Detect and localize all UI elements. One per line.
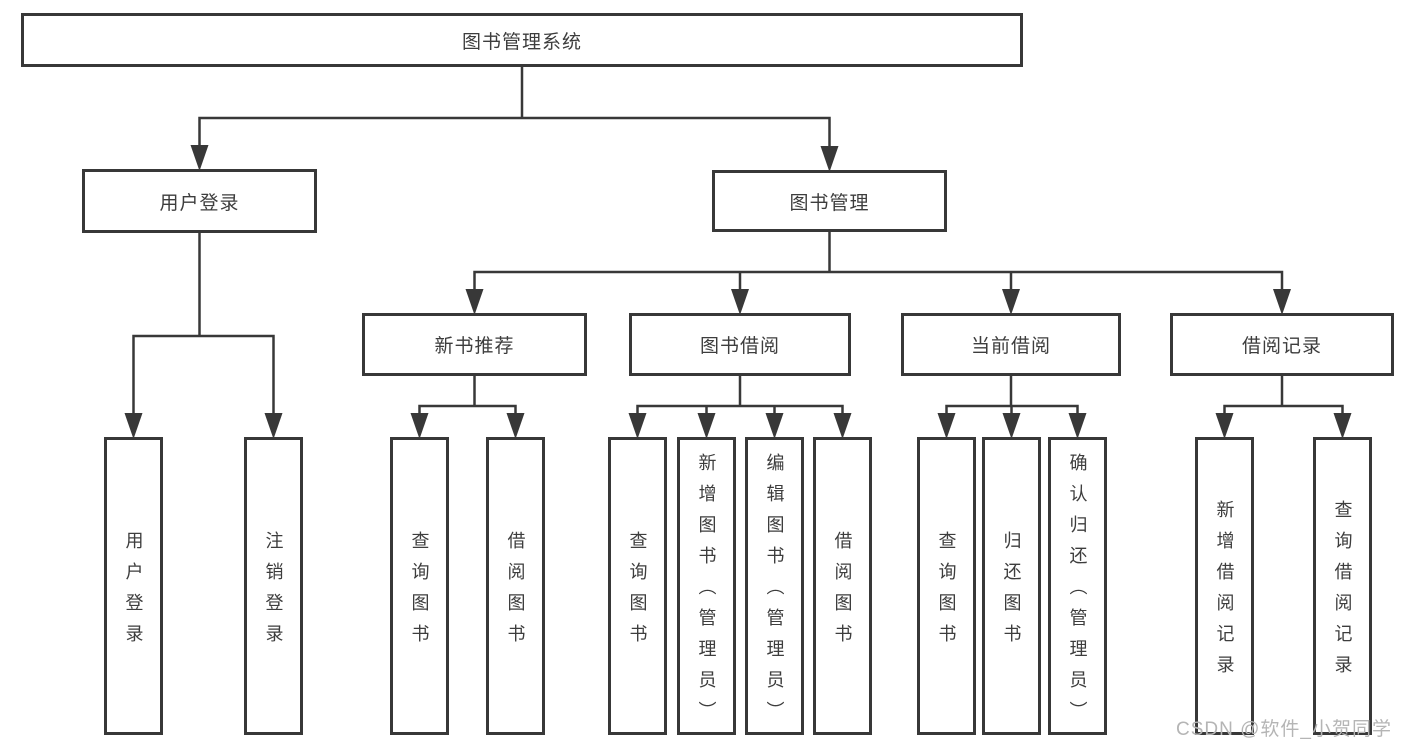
node-leaf-add-borrow-record: 新增借阅记录 <box>1195 437 1254 735</box>
node-label: 当前借阅 <box>970 336 1051 357</box>
node-label: 借阅图书 <box>832 530 853 655</box>
node-leaf-return-books: 归还图书 <box>982 437 1041 735</box>
node-leaf-query-books-recommend: 查询图书 <box>390 437 449 735</box>
node-new-book-recommendation: 新书推荐 <box>362 313 587 376</box>
node-label: 确认归还（管理员） <box>1067 453 1088 732</box>
node-label: 图书借阅 <box>699 336 780 357</box>
node-label: 注销登录 <box>263 530 284 655</box>
node-leaf-borrow-books-recommend: 借阅图书 <box>486 437 545 735</box>
node-label: 查询图书 <box>936 530 957 655</box>
node-leaf-borrow-books: 借阅图书 <box>813 437 872 735</box>
node-borrowing-records: 借阅记录 <box>1170 313 1394 376</box>
node-label: 借阅图书 <box>505 530 526 655</box>
node-label: 查询借阅记录 <box>1332 499 1353 686</box>
node-leaf-logout: 注销登录 <box>244 437 303 735</box>
node-leaf-confirm-return-admin: 确认归还（管理员） <box>1048 437 1107 735</box>
node-leaf-edit-books-admin: 编辑图书（管理员） <box>745 437 804 735</box>
node-label: 图书管理 <box>789 192 870 214</box>
node-label: 编辑图书（管理员） <box>764 453 785 732</box>
node-label: 用户登录 <box>123 530 144 655</box>
node-leaf-query-books-borrowing: 查询图书 <box>608 437 667 735</box>
node-label: 借阅记录 <box>1241 336 1322 357</box>
node-user-login: 用户登录 <box>82 169 317 233</box>
node-label: 图书管理系统 <box>461 31 582 53</box>
node-label: 查询图书 <box>409 530 430 655</box>
node-label: 新增借阅记录 <box>1214 499 1235 686</box>
node-label: 新增图书（管理员） <box>696 453 717 732</box>
node-label: 归还图书 <box>1001 530 1022 655</box>
csdn-watermark: CSDN @软件_小贺同学 <box>1176 719 1392 740</box>
node-leaf-add-books-admin: 新增图书（管理员） <box>677 437 736 735</box>
node-library-management-system: 图书管理系统 <box>21 13 1023 67</box>
node-label: 新书推荐 <box>434 336 515 357</box>
node-leaf-query-borrow-record: 查询借阅记录 <box>1313 437 1372 735</box>
node-leaf-user-login: 用户登录 <box>104 437 163 735</box>
node-book-management: 图书管理 <box>712 170 947 232</box>
node-book-borrowing: 图书借阅 <box>629 313 851 376</box>
node-leaf-query-books-current: 查询图书 <box>917 437 976 735</box>
node-label: 用户登录 <box>159 192 240 214</box>
node-label: 查询图书 <box>627 530 648 655</box>
node-current-borrowing: 当前借阅 <box>901 313 1121 376</box>
